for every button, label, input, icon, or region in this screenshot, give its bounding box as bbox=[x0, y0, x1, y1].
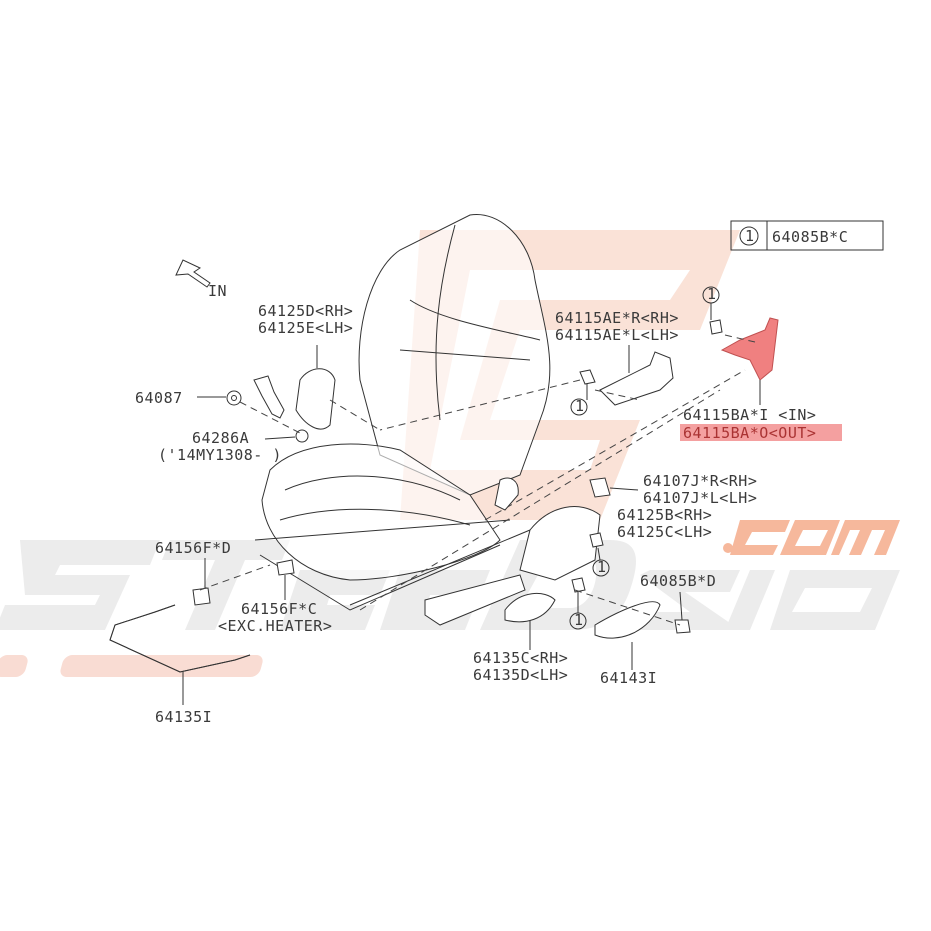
label-64115BA-I: 64115BA*I <IN> bbox=[683, 406, 816, 424]
label-64135C: 64135C<RH> bbox=[473, 649, 568, 667]
callout-number: 1 bbox=[574, 611, 584, 629]
part-64087-nut bbox=[197, 375, 285, 419]
direction-arrow-icon: IN bbox=[175, 259, 227, 300]
label-64125C: 64125C<LH> bbox=[617, 523, 712, 541]
legend-ref: 1 bbox=[745, 227, 755, 245]
label-64085B-D: 64085B*D bbox=[640, 572, 716, 590]
part-64286A-washer bbox=[264, 429, 309, 443]
label-64156F-C: 64156F*C bbox=[241, 600, 317, 618]
label-64143I: 64143I bbox=[600, 669, 657, 687]
label-64107J-R: 64107J*R<RH> bbox=[643, 472, 757, 490]
callout-number: 1 bbox=[575, 397, 585, 415]
part-64115BA-highlighted bbox=[702, 286, 779, 405]
watermark-tld-shape bbox=[723, 520, 900, 555]
part-labels: 64125D<RH> 64125E<LH> 64087 64286A ('14M… bbox=[135, 302, 842, 726]
label-64156F-D: 64156F*D bbox=[155, 539, 231, 557]
label-64087: 64087 bbox=[135, 389, 183, 407]
callout-number: 1 bbox=[597, 558, 607, 576]
part-64135I-wire bbox=[109, 604, 251, 705]
label-64125B: 64125B<RH> bbox=[617, 506, 712, 524]
watermark-tagline-shape bbox=[0, 655, 263, 677]
direction-label: IN bbox=[208, 282, 227, 300]
callout-numbers: 1 1 1 1 bbox=[574, 285, 717, 629]
label-exc-heater: <EXC.HEATER> bbox=[218, 617, 332, 635]
label-64125E: 64125E<LH> bbox=[258, 319, 353, 337]
label-highlight bbox=[680, 424, 842, 441]
seat-illustration bbox=[254, 213, 551, 611]
part-64156F-pad bbox=[192, 558, 295, 606]
watermark-brand-shape bbox=[0, 540, 900, 630]
label-64115AE-L: 64115AE*L<LH> bbox=[555, 326, 679, 344]
callout-number: 1 bbox=[707, 285, 717, 303]
label-64135D: 64135D<LH> bbox=[473, 666, 568, 684]
legend-box: 1 64085B*C bbox=[730, 220, 884, 251]
part-64107J-bracket bbox=[494, 477, 639, 511]
part-64135C-trim bbox=[424, 574, 556, 650]
label-14my: ('14MY1308- ) bbox=[158, 446, 282, 464]
part-64125D bbox=[295, 345, 336, 430]
part-64143I-handle bbox=[594, 591, 691, 670]
label-64135I: 64135I bbox=[155, 708, 212, 726]
label-64125D: 64125D<RH> bbox=[258, 302, 353, 320]
label-64115BA-O: 64115BA*O<OUT> bbox=[683, 424, 816, 442]
part-64115AE bbox=[570, 345, 674, 416]
label-64286A: 64286A bbox=[192, 429, 249, 447]
label-64115AE-R: 64115AE*R<RH> bbox=[555, 309, 679, 327]
part-64125B-cover bbox=[519, 506, 610, 630]
label-64107J-L: 64107J*L<LH> bbox=[643, 489, 757, 507]
legend-part: 64085B*C bbox=[772, 228, 848, 246]
